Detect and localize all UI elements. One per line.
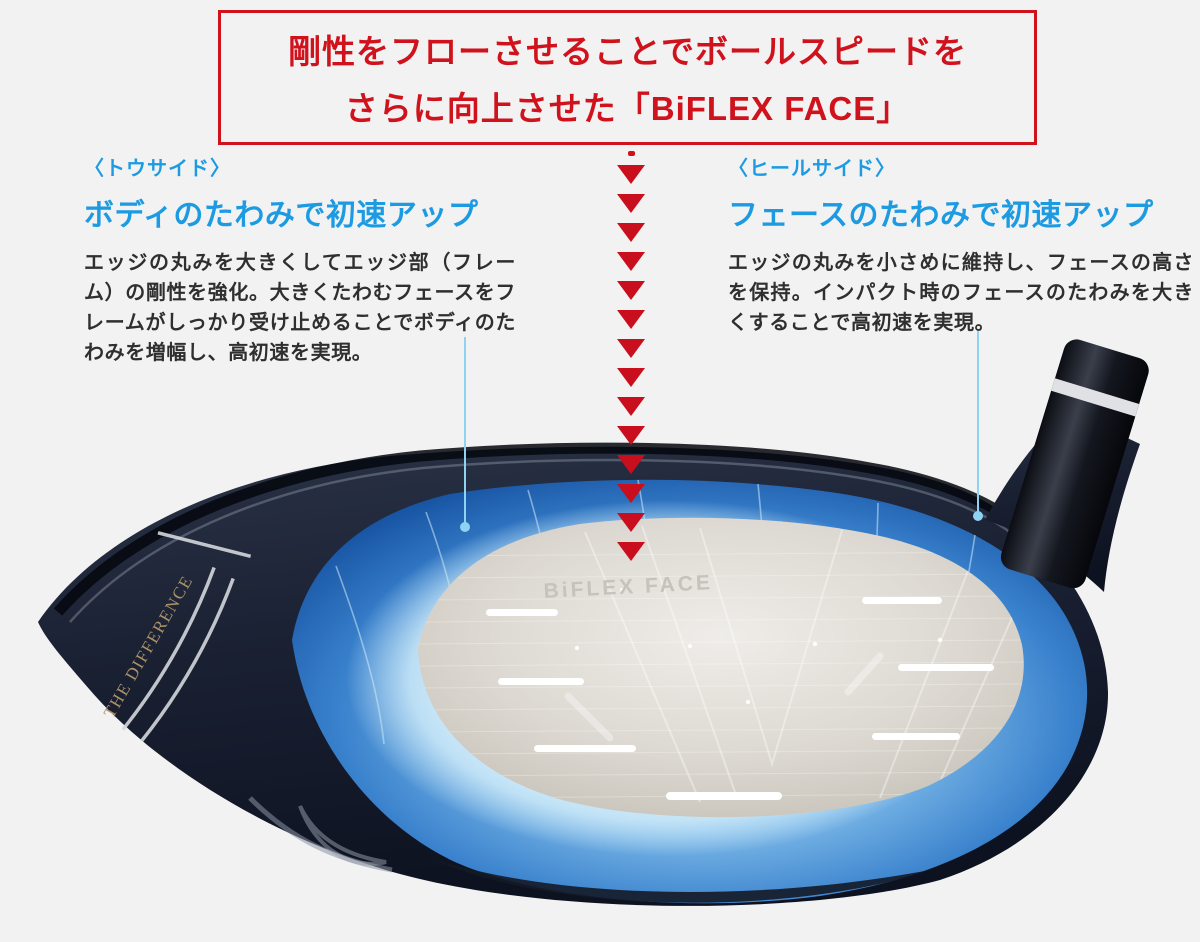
headline-line-1: 剛性をフローさせることでボールスピードを [287,33,967,70]
toe-side-body: エッジの丸みを大きくしてエッジ部（フレーム）の剛性を強化。大きくたわむフェースを… [84,252,516,364]
down-triangle-icon [617,194,645,213]
down-triangle-icon [617,281,645,300]
sole-lip [430,858,930,903]
callout-line-right [973,330,983,521]
club-shaft [985,339,1149,592]
down-triangle-icon [617,165,645,184]
down-triangle-icon [617,542,645,561]
down-triangle-icon [617,484,645,503]
heel-side-body: エッジの丸みを小さめに維持し、フェースの高さを保持。インパクト時のフェースのたわ… [728,252,1194,334]
callout-dot-right [973,511,983,521]
down-triangle-icon [617,252,645,271]
heel-side-heading: フェースのたわみで初速アップ [728,199,1154,232]
callout-dot-left [460,522,470,532]
down-triangle-icon [617,368,645,387]
heel-side-annotation: 〈ヒールサイド〉 フェースのたわみで初速アップ エッジの丸みを小さめに維持し、フ… [728,152,1194,338]
face-plate: BiFLEX FACE [418,517,1024,818]
headline-box: 剛性をフローさせることでボールスピードを さらに向上させた「BiFLEX FAC… [218,10,1037,145]
callout-line-left [460,337,470,532]
down-triangle-icon [617,426,645,445]
down-triangle-icon [617,455,645,474]
down-triangle-icon [617,223,645,242]
toe-side-heading: ボディのたわみで初速アップ [84,199,479,232]
flow-lead-dot [627,151,635,156]
down-triangle-icon [617,397,645,416]
down-triangle-icon [617,339,645,358]
toe-side-label: 〈トウサイド〉 [84,158,231,180]
down-triangle-icon [617,513,645,532]
shaft-ring [1051,378,1140,417]
face-dots [574,588,943,705]
heel-side-label: 〈ヒールサイド〉 [728,158,896,180]
toe-side-annotation: 〈トウサイド〉 ボディのたわみで初速アップ エッジの丸みを大きくしてエッジ部（フ… [84,152,516,368]
down-triangle-icon [617,310,645,329]
score-lines [486,597,994,800]
headline-line-2: さらに向上させた「BiFLEX FACE」 [344,90,911,127]
flow-arrows [614,151,648,571]
